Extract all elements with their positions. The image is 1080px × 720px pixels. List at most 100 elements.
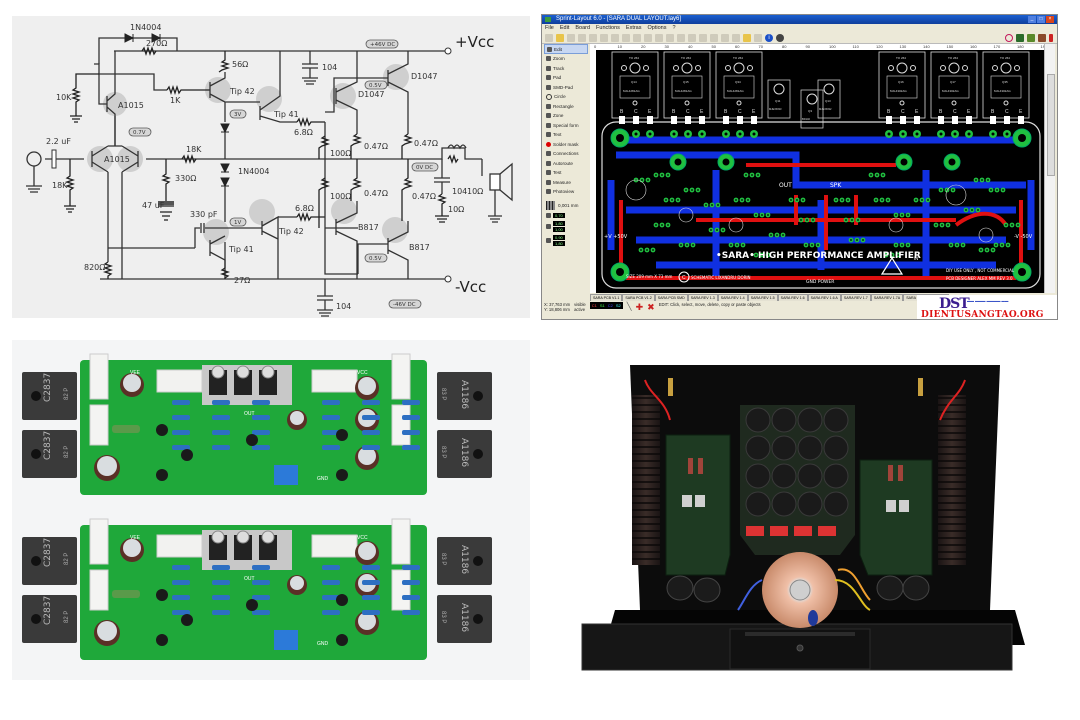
close-button[interactable]: × — [1046, 16, 1054, 23]
layout-tab[interactable]: SARA PCB SMD — [654, 294, 688, 301]
layer-color-icon[interactable] — [1049, 33, 1053, 42]
value-box[interactable]: 1,00 — [553, 226, 565, 232]
tool-track[interactable]: Track — [544, 64, 588, 74]
measure-icon — [546, 179, 551, 185]
zoom-search-icon[interactable] — [743, 33, 751, 42]
duplicate-icon[interactable] — [655, 33, 663, 42]
redo-icon[interactable] — [600, 33, 608, 42]
tool-photoview[interactable]: Photoview — [544, 187, 588, 197]
delete-icon[interactable] — [644, 33, 652, 42]
tool-autoroute[interactable]: Autoroute — [544, 159, 588, 169]
pad-hole — [776, 234, 778, 236]
c-2-2uf-label: 2.2 uF — [46, 137, 71, 146]
vertical-scrollbar[interactable] — [1044, 44, 1055, 293]
info-icon[interactable]: i — [765, 33, 773, 42]
tool-test[interactable]: Test — [544, 168, 588, 178]
menu-extras[interactable]: Extras — [625, 25, 642, 31]
cut-icon[interactable] — [611, 33, 619, 42]
tool-circle[interactable]: Circle — [544, 92, 588, 102]
ungroup-icon[interactable] — [721, 33, 729, 42]
menu-bar: File Edit Board Functions Extras Options… — [542, 24, 1057, 32]
pin-label: B — [724, 109, 728, 115]
tool-measure[interactable]: Measure — [544, 178, 588, 188]
rotate-icon[interactable] — [666, 33, 674, 42]
value-box[interactable]: 0,90 — [553, 234, 565, 240]
transistor-ref: Q34 — [735, 80, 741, 84]
transistor-marking: C2837 — [43, 538, 53, 567]
settings-icon[interactable] — [776, 33, 784, 42]
paste-icon[interactable] — [633, 33, 641, 42]
pad-hole — [956, 244, 958, 246]
layout-tab[interactable]: SARA REV 1.6 A — [807, 294, 841, 301]
layout-tab[interactable]: SARA PCB V1.1 — [590, 294, 623, 301]
layer-c1[interactable]: C1 — [591, 303, 597, 308]
tool-solder-mask[interactable]: Solder mask — [544, 140, 588, 150]
undo-icon[interactable] — [589, 33, 597, 42]
scanned-copy-icon[interactable] — [754, 33, 762, 42]
minimize-button[interactable]: _ — [1028, 16, 1036, 23]
mirror-v-icon[interactable] — [688, 33, 696, 42]
drc-icon[interactable] — [1005, 33, 1013, 42]
layout-tab[interactable]: SARA REV 1.3 — [687, 294, 718, 301]
tool-smd-pad[interactable]: SMD-Pad — [544, 83, 588, 93]
value-box[interactable]: 0,70 — [553, 212, 565, 218]
layer-s1[interactable]: S1 — [599, 303, 605, 308]
tool-zone[interactable]: Zone — [544, 111, 588, 121]
menu-file[interactable]: File — [545, 25, 554, 31]
layout-tab[interactable]: SARA REV 1.7 — [840, 294, 871, 301]
tool-rectangle[interactable]: Rectangle — [544, 102, 588, 112]
tool-connections[interactable]: Connections — [544, 149, 588, 159]
align-icon[interactable] — [699, 33, 707, 42]
properties-icon[interactable] — [1038, 33, 1046, 42]
macro-icon[interactable] — [1027, 33, 1035, 42]
ruler-tick: 60 — [735, 44, 740, 49]
layer-icon[interactable] — [732, 33, 740, 42]
layout-tab[interactable]: SARA REV 1.7A — [870, 294, 904, 301]
menu-edit[interactable]: Edit — [559, 25, 570, 31]
group-icon[interactable] — [710, 33, 718, 42]
no-connection-icon[interactable]: ✖ — [647, 302, 655, 312]
maximize-button[interactable]: □ — [1037, 16, 1045, 23]
capacitor-outline — [945, 184, 967, 206]
layer-c2[interactable]: C2 — [607, 303, 613, 308]
save-icon[interactable] — [567, 33, 575, 42]
layout-tab[interactable]: SARA REV 1.5 — [747, 294, 778, 301]
capacitor-top — [358, 447, 376, 465]
value-box[interactable]: 1,80 — [553, 240, 565, 246]
print-icon[interactable] — [578, 33, 586, 42]
menu-options[interactable]: Options — [647, 25, 667, 31]
track-width-setting[interactable]: 0,70 — [544, 212, 588, 218]
layer-s2[interactable]: S2 — [615, 303, 621, 308]
copy-icon[interactable] — [622, 33, 630, 42]
component-icon[interactable] — [1016, 33, 1024, 42]
mirror-h-icon[interactable] — [677, 33, 685, 42]
scrollbar-thumb[interactable] — [1047, 74, 1055, 176]
pad-hole — [907, 244, 909, 246]
tool-edit[interactable]: Edit — [544, 44, 588, 54]
crosshair-icon[interactable]: ✚ — [635, 302, 644, 312]
tool-special-form[interactable]: Special form — [544, 121, 588, 131]
menu-help[interactable]: ? — [672, 25, 676, 31]
grid-setting[interactable]: 0,001 mm — [544, 200, 588, 210]
layout-tab[interactable]: SARA PCB V1.2 — [622, 294, 655, 301]
tool-text[interactable]: Text — [544, 130, 588, 140]
menu-board[interactable]: Board — [575, 25, 591, 31]
menu-functions[interactable]: Functions — [596, 25, 620, 31]
open-folder-icon[interactable] — [556, 33, 564, 42]
layout-tab[interactable]: SARA REV 1.6 — [777, 294, 808, 301]
tool-pad[interactable]: Pad — [544, 73, 588, 83]
new-file-icon[interactable] — [545, 33, 553, 42]
value-box[interactable]: 1,80 — [553, 220, 565, 226]
track-tool-icon[interactable]: ╲ — [626, 302, 632, 311]
layout-tab[interactable]: SARA REV 1.4 — [717, 294, 748, 301]
silk-gnd: GND — [317, 476, 329, 482]
tool-zoom[interactable]: Zoom — [544, 54, 588, 64]
small-transistor — [156, 424, 168, 436]
filter-capacitor — [823, 463, 849, 489]
